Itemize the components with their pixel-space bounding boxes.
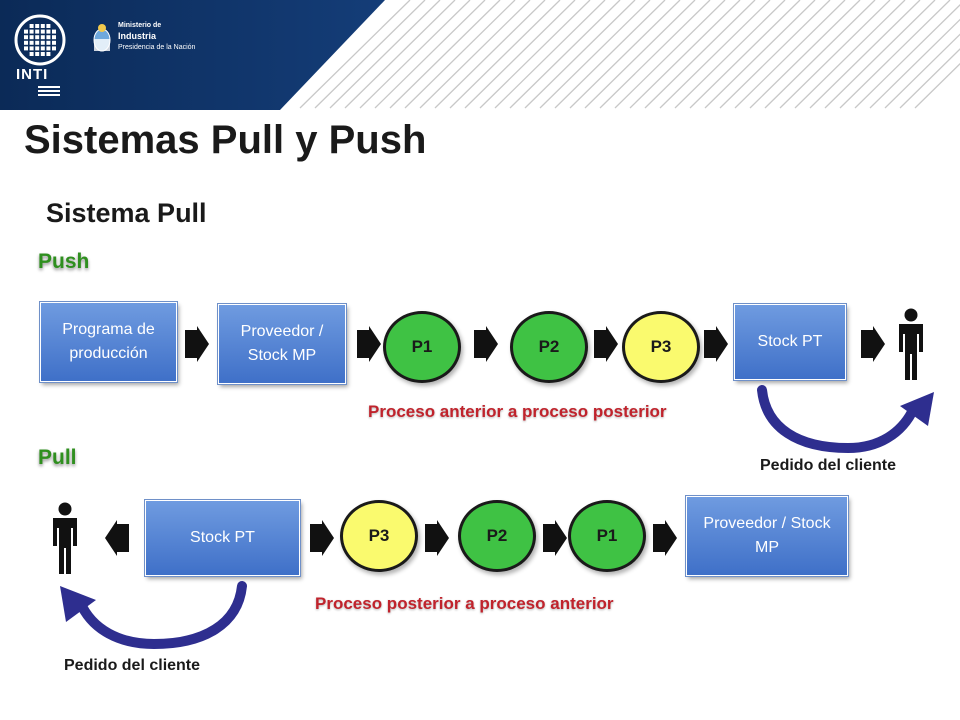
arrow-left-icon (105, 520, 129, 556)
push-flow-caption: Proceso anterior a proceso posterior (368, 402, 667, 421)
curved-arrow-icon (757, 385, 934, 454)
pull-label: Pull (38, 446, 77, 469)
arrow-right-icon (357, 326, 381, 362)
push-programa-box: Programa de producción (40, 302, 177, 382)
ministry-logo: Ministerio de Industria Presidencia de l… (92, 20, 212, 60)
arrow-right-icon (310, 520, 334, 556)
push-stock-box: Stock PT (734, 304, 846, 380)
pull-process-p1: P1 (568, 500, 646, 572)
push-process-p1: P1 (383, 311, 461, 383)
inti-logo: INTI (10, 10, 80, 100)
arrow-right-icon (704, 326, 728, 362)
push-proveedor-box: Proveedor / Stock MP (218, 304, 346, 384)
arrow-right-icon (543, 520, 567, 556)
pull-client-label: Pedido del cliente (64, 657, 201, 674)
arrow-right-icon (861, 326, 885, 362)
person-icon (899, 308, 923, 380)
ministry-line3: Presidencia de la Nación (118, 44, 196, 51)
arrow-right-icon (653, 520, 677, 556)
push-process-p3: P3 (622, 311, 700, 383)
argentina-coat-of-arms-icon (93, 24, 111, 52)
ministry-line1: Ministerio de (118, 22, 162, 29)
arrow-right-icon (594, 326, 618, 362)
header-banner (0, 0, 960, 110)
curved-arrow-icon (60, 581, 247, 650)
pull-process-p2: P2 (458, 500, 536, 572)
push-label: Push (38, 250, 90, 273)
arrow-right-icon (185, 326, 209, 362)
inti-logo-stripes (38, 86, 60, 96)
person-icon (53, 502, 77, 574)
arrow-right-icon (474, 326, 498, 362)
inti-logo-text: INTI (16, 66, 49, 83)
pull-flow-caption: Proceso posterior a proceso anterior (315, 594, 614, 613)
pull-process-p3: P3 (340, 500, 418, 572)
inti-logo-icon (14, 14, 66, 66)
pull-proveedor-box: Proveedor / Stock MP (686, 496, 848, 576)
ministry-line2: Industria (118, 31, 157, 41)
page-title: Sistemas Pull y Push (24, 118, 427, 162)
arrow-right-icon (425, 520, 449, 556)
push-client-label: Pedido del cliente (760, 457, 897, 474)
pull-stock-box: Stock PT (145, 500, 300, 576)
page-subtitle: Sistema Pull (46, 198, 207, 228)
push-process-p2: P2 (510, 311, 588, 383)
